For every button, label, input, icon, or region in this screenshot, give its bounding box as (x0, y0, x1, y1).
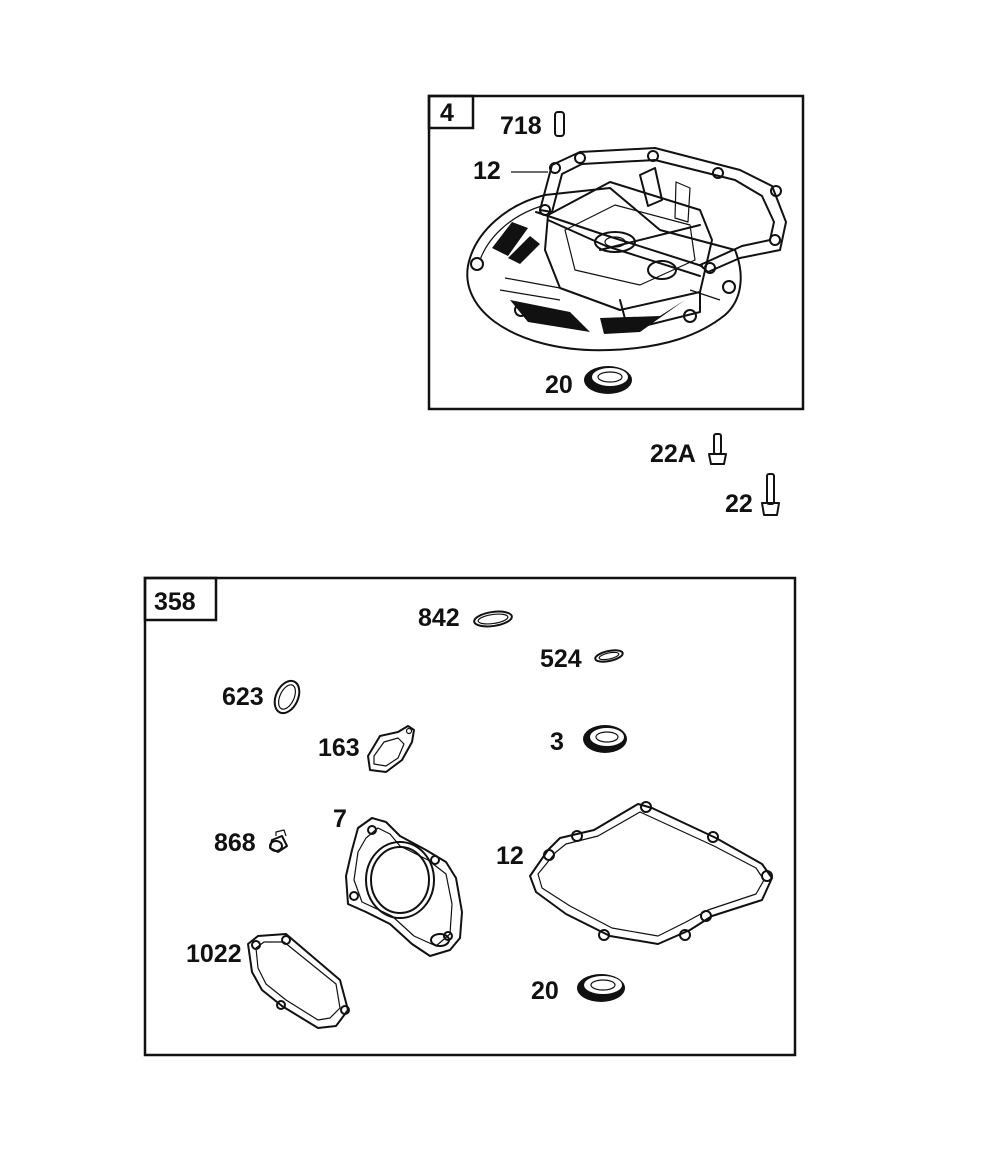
label-20-kit: 20 (531, 977, 559, 1005)
seal-20-kit: 20 (531, 974, 625, 1005)
bolt-22a: 22A (650, 433, 727, 468)
sump-cover-drawing (466, 147, 787, 352)
oring-842: 842 (418, 604, 513, 632)
gasket-163: 163 (318, 725, 415, 773)
pin-718: 718 (500, 111, 565, 140)
oring-524: 524 (540, 645, 624, 673)
kit-box-top: 4 (427, 94, 805, 411)
label-12-kit: 12 (496, 842, 524, 870)
kit-number-gasket: 358 (154, 588, 196, 616)
label-718: 718 (500, 112, 542, 140)
label-3: 3 (550, 728, 564, 756)
bolt-22: 22 (725, 473, 780, 518)
head-gasket-7: 7 (333, 805, 463, 957)
label-12-top: 12 (473, 157, 501, 185)
label-868: 868 (214, 829, 256, 857)
label-842: 842 (418, 604, 460, 632)
label-22: 22 (725, 490, 753, 518)
cover-gasket-1022: 1022 (186, 933, 350, 1029)
kit-box-gasket: 358 (143, 576, 797, 1057)
seal-3: 3 (550, 725, 627, 756)
label-1022: 1022 (186, 940, 242, 968)
kit-number-top: 4 (440, 99, 454, 127)
label-623: 623 (222, 683, 264, 711)
label-163: 163 (318, 734, 360, 762)
sump-gasket-12: 12 (496, 801, 773, 945)
seal-20-top: 20 (545, 366, 632, 399)
oring-623: 623 (222, 679, 301, 715)
label-524: 524 (540, 645, 582, 673)
label-22a: 22A (650, 440, 696, 468)
label-20-top: 20 (545, 371, 573, 399)
plug-868: 868 (214, 829, 288, 857)
label-7: 7 (333, 805, 347, 833)
